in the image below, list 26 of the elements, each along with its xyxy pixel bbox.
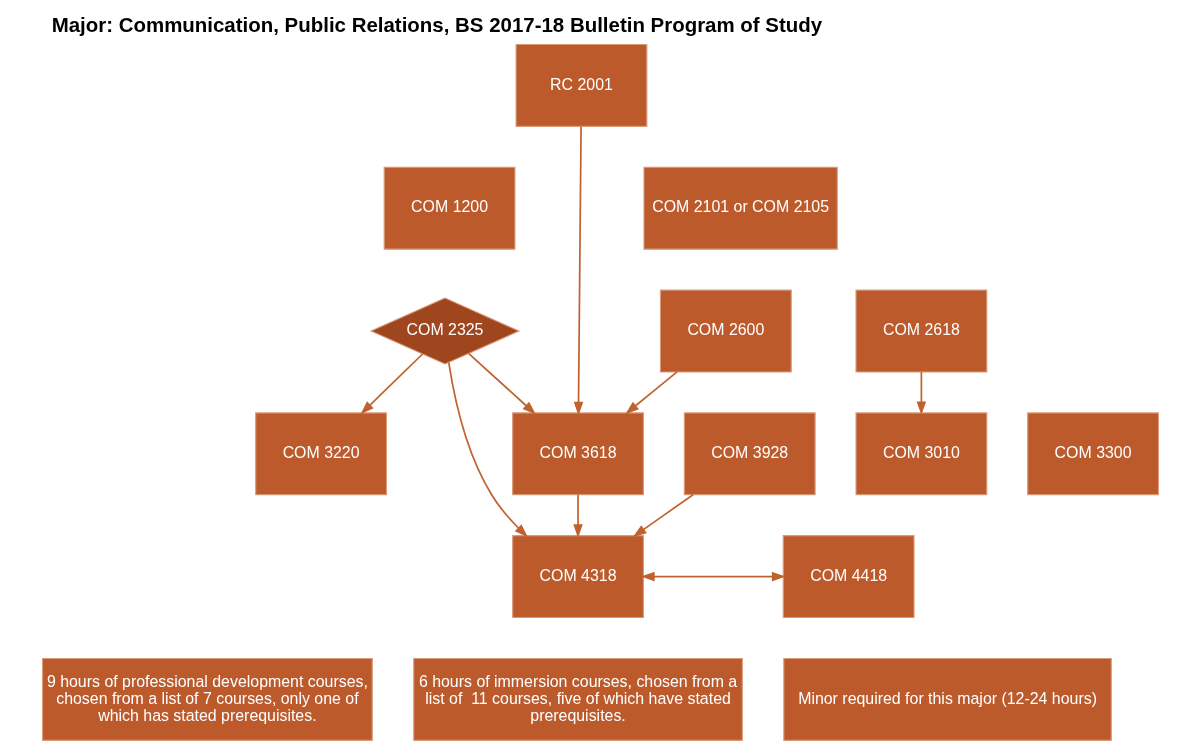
arrow (572, 493, 583, 538)
node-box: 6 hours of immersion courses, chosen from a list of 11 courses, five of which have stated prerequisites. (412, 657, 743, 741)
arrow (916, 371, 926, 416)
node-box: 9 hours of professional development courses, chosen from a list of 7 courses, only one of which has stated prerequisites. (41, 657, 373, 741)
arrow (640, 571, 786, 582)
node-box: COM 2618 (854, 289, 987, 373)
node-box: RC 2001 (515, 43, 647, 127)
node-box: COM 3928 (683, 412, 816, 496)
arrow (447, 361, 528, 538)
node-box: COM 4318 (511, 535, 644, 619)
arrow (360, 353, 423, 415)
node-box: COM 3220 (254, 412, 387, 496)
node-box: COM 1200 (383, 166, 516, 250)
node-box: COM 4418 (782, 535, 915, 619)
arrow (632, 493, 694, 537)
node-box: COM 3618 (511, 412, 644, 496)
node-box: COM 3300 (1026, 412, 1159, 496)
arrow (573, 125, 583, 416)
diagram-title: Major: Communication, Public Relations, BS 2017-18 Bulletin Program of Study (51, 13, 822, 37)
node-box: COM 2101 or COM 2105 (642, 166, 838, 250)
node-box: COM 3010 (854, 412, 987, 496)
node-box: Minor required for this major (12-24 hours) (782, 657, 1112, 741)
arrow (467, 352, 536, 415)
node-box: COM 2600 (659, 289, 792, 373)
node-diamond: COM 2325 (369, 297, 520, 365)
arrow (624, 371, 678, 415)
